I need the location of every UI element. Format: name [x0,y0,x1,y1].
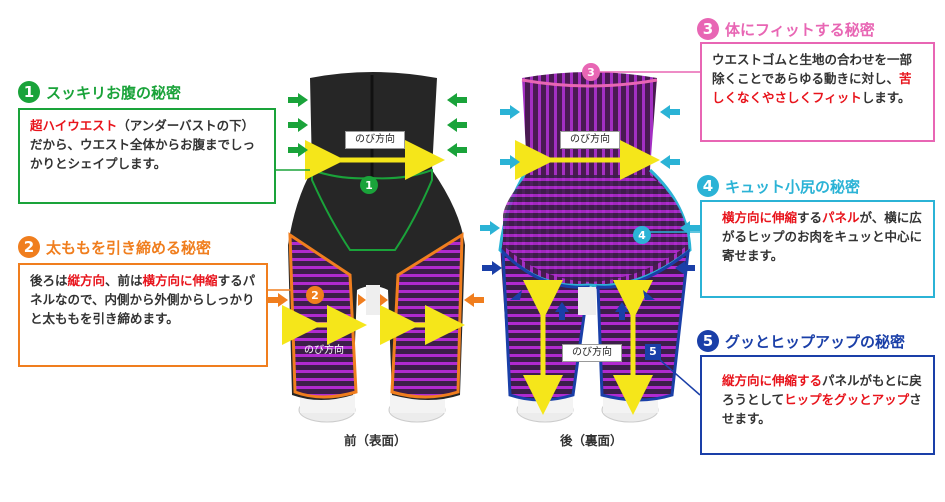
green-compression-arrows [288,93,467,157]
body-text: パネルがもとに戻ろうとして [722,373,922,407]
stretch-label-front-waist: のび方向 [345,131,405,149]
marker-1: 1 [360,176,378,194]
section-4-description: 横方向に伸縮するパネルが、横に広がるヒップのお肉をキュッと中心に寄せます。 [700,200,935,298]
orange-compression-arrows [268,293,484,307]
highlight-text: 縦方向 [67,273,106,288]
section-1-heading: 1 スッキリお腹の秘密 [18,81,181,103]
section-1-number: 1 [18,81,40,103]
callout-lines [268,71,701,396]
section-3-description: ウエストゴムと生地の合わせを一部除くことであらゆる動きに対し、苦しくなくやさしく… [700,42,935,142]
body-text: する [797,210,823,225]
section-4-heading: 4 キュット小尻の秘密 [697,175,860,197]
body-text: 後ろは [30,273,68,288]
section-2-title: 太ももを引き締める秘密 [46,238,212,257]
stretch-label-back-waist: のび方向 [560,131,620,149]
body-text: が、横に広がるヒップのお肉をキュッと中心に寄せます。 [722,210,923,263]
blue-lift-arrows [482,261,695,320]
marker-3: 3 [582,63,600,81]
stretch-label-front-thigh: のび方向 [304,345,344,356]
body-text: するパネルなので、内側から外側からしっかりと太ももを引き締めます。 [30,273,256,326]
highlight-text: 苦しくなくやさしくフィット [712,71,912,105]
section-4-title: キュット小尻の秘密 [725,177,861,196]
body-text: させます。 [722,392,922,426]
section-5-number: 5 [697,330,719,352]
front-caption: 前（表面） [344,433,407,448]
section-5-description: 縦方向に伸縮するパネルがもとに戻ろうとしてヒップをグッとアップさせます。 [700,355,935,455]
marker-2: 2 [306,286,324,304]
back-caption: 後（裏面） [560,433,623,448]
highlight-text: パネル [822,210,860,225]
section-3-heading: 3 体にフィットする秘密 [697,18,875,40]
section-3-number: 3 [697,18,719,40]
highlight-text: 縦方向に伸縮する [722,373,823,388]
section-1-title: スッキリお腹の秘密 [46,83,182,102]
back-garment [498,72,692,423]
highlight-text: 超ハイウエスト [30,118,118,133]
highlight-text: 横方向に伸縮 [142,273,218,288]
marker-4: 4 [633,226,651,244]
front-stretch-arrows [282,140,465,345]
highlight-text: 横方向に伸縮 [722,210,798,225]
front-garment [288,72,465,423]
marker-5: 5 [645,344,661,360]
section-5-heading: 5 グッとヒップアップの秘密 [697,330,905,352]
section-2-heading: 2 太ももを引き締める秘密 [18,236,211,258]
back-stretch-arrows [515,140,660,415]
body-text: します。 [861,90,911,105]
section-5-title: グッとヒップアップの秘密 [725,332,906,351]
section-2-description: 後ろは縦方向、前は横方向に伸縮するパネルなので、内側から外側からしっかりと太もも… [18,263,268,367]
highlight-text: ヒップをグッとアップ [784,392,910,407]
section-2-number: 2 [18,236,40,258]
section-3-title: 体にフィットする秘密 [725,20,875,39]
body-text: ウエストゴムと生地の合わせを一部除くことであらゆる動きに対し、 [712,52,913,86]
body-text: （アンダーバストの下）だから、ウエスト全体からお腹までしっかりとシェイプします。 [30,118,256,171]
section-1-description: 超ハイウエスト（アンダーバストの下）だから、ウエスト全体からお腹までしっかりとシ… [18,108,276,204]
body-text: 、前は [105,273,143,288]
section-4-number: 4 [697,175,719,197]
stretch-label-back-leg: のび方向 [562,344,622,362]
